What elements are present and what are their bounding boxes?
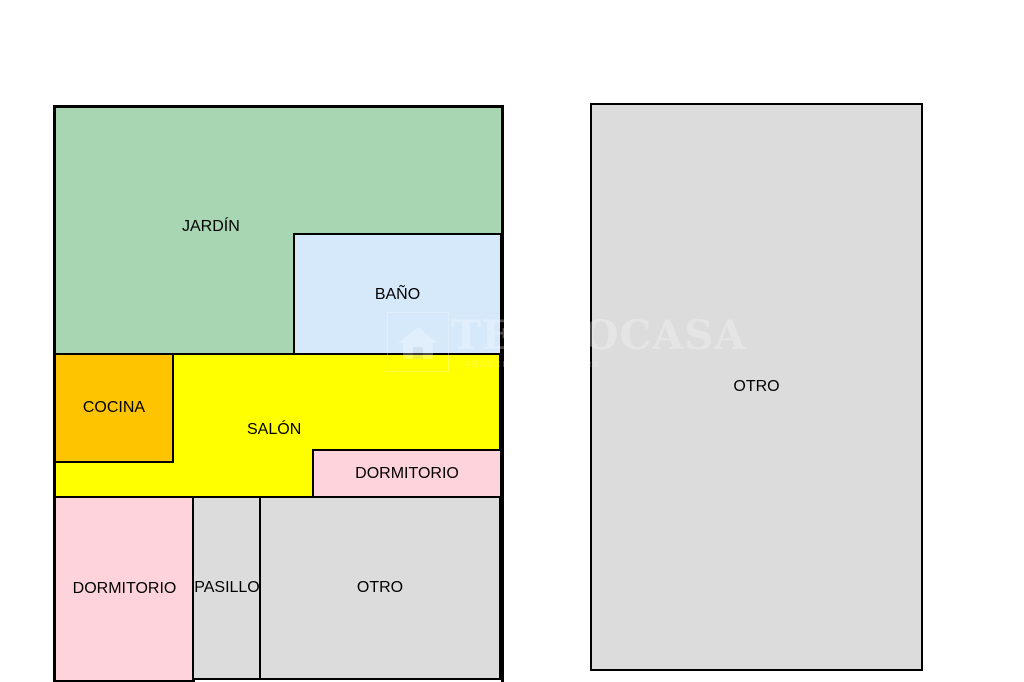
room-otro-large: OTRO bbox=[590, 103, 923, 671]
room-pasillo: PASILLO bbox=[192, 496, 262, 680]
room-cocina: COCINA bbox=[54, 353, 174, 463]
room-label-jardin: JARDÍN bbox=[182, 218, 240, 235]
room-jardin: JARDÍN bbox=[54, 106, 503, 356]
room-label-dormitorio-small: DORMITORIO bbox=[355, 465, 459, 482]
floorplan-outline bbox=[53, 105, 504, 682]
room-label-bano: BAÑO bbox=[374, 285, 421, 303]
room-label-cocina: COCINA bbox=[82, 399, 146, 416]
room-dormitorio-small: DORMITORIO bbox=[312, 449, 502, 499]
room-label-pasillo: PASILLO bbox=[194, 579, 260, 596]
room-label-otro-large: OTRO bbox=[733, 378, 780, 395]
room-label-salon: SALÓN bbox=[247, 421, 302, 438]
room-label-otro-small: OTRO bbox=[356, 579, 404, 596]
room-label-dormitorio-large: DORMITORIO bbox=[72, 580, 177, 597]
room-otro-small: OTRO bbox=[259, 496, 501, 680]
